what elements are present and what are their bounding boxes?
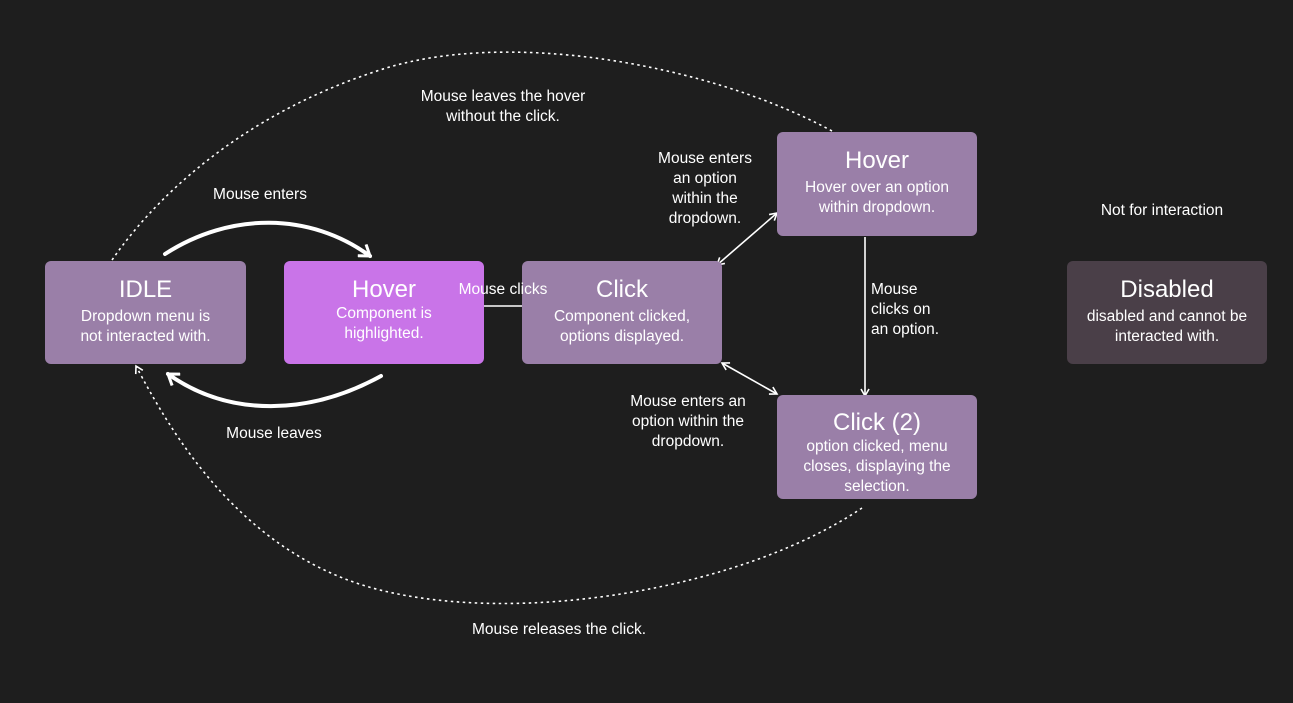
state-hover: Hover Component is highlighted. xyxy=(284,261,484,364)
state-click2: Click (2) option clicked, menu closes, d… xyxy=(777,395,977,499)
state-click-desc: Component clicked, options displayed. xyxy=(553,308,691,345)
label-mouse-enters: Mouse enters xyxy=(213,186,307,203)
state-click: Click Component clicked, options display… xyxy=(522,261,722,364)
state-hover-desc: Component is highlighted. xyxy=(336,305,432,342)
label-leaves-hover: Mouse leaves the hover without the click… xyxy=(420,88,586,125)
edge-release-click2-to-idle xyxy=(134,364,863,605)
label-mouse-clicks: Mouse clicks xyxy=(458,281,548,298)
label-clicks-option: Mouse clicks on an option. xyxy=(871,281,940,338)
state-disabled: Disabled disabled and cannot be interact… xyxy=(1067,261,1267,364)
state-hover-option-title: Hover xyxy=(844,147,910,174)
state-hover-title: Hover xyxy=(351,276,417,303)
edge-hover-to-idle xyxy=(168,372,383,409)
edge-leave-hover-option-to-idle xyxy=(103,51,833,274)
state-click-title: Click xyxy=(596,276,648,303)
label-releases-click: Mouse releases the click. xyxy=(471,621,647,638)
state-disabled-desc: disabled and cannot be interacted with. xyxy=(1086,308,1248,345)
state-disabled-title: Disabled xyxy=(1120,276,1214,303)
label-enters-option-bottom: Mouse enters an option within the dropdo… xyxy=(630,393,746,450)
state-click2-title: Click (2) xyxy=(833,409,921,436)
edge-click-hover-option xyxy=(715,211,779,267)
state-idle-title: IDLE xyxy=(118,276,173,303)
state-hover-option: Hover Hover over an option within dropdo… xyxy=(777,132,977,236)
state-hover-option-desc: Hover over an option within dropdown. xyxy=(805,179,949,216)
edge-idle-to-hover xyxy=(163,220,370,258)
state-idle-desc: Dropdown menu is not interacted with. xyxy=(80,308,211,345)
state-click2-desc: option clicked, menu closes, displaying … xyxy=(803,438,951,495)
label-enters-option-top: Mouse enters an option within the dropdo… xyxy=(658,150,752,227)
label-mouse-leaves: Mouse leaves xyxy=(226,425,322,442)
edge-click-click2 xyxy=(720,362,779,395)
label-not-for-interaction: Not for interaction xyxy=(1100,202,1224,219)
state-idle: IDLE Dropdown menu is not interacted wit… xyxy=(45,261,246,364)
